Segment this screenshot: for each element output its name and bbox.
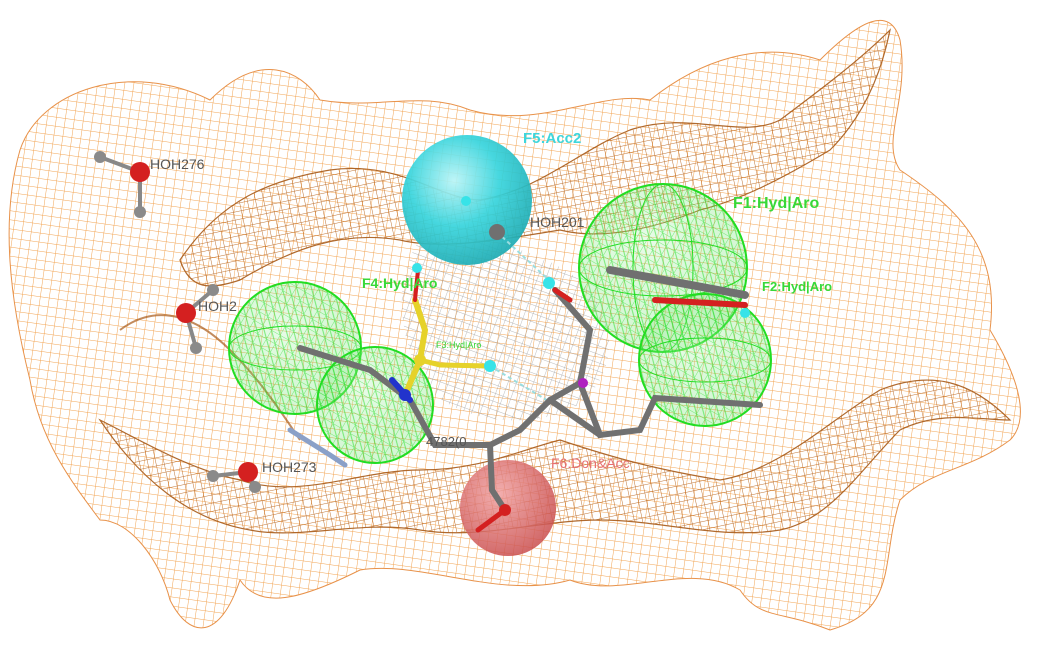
water-molecule-4 <box>489 224 505 240</box>
label-f1: F1:Hyd|Aro <box>733 195 820 212</box>
hydrophobic-sphere-f4 <box>316 346 434 464</box>
hbond-line-1 <box>496 231 553 284</box>
label-f3: F3:Hyd|Aro <box>436 340 482 350</box>
label-residue: 4782(0 <box>426 434 467 449</box>
label-water-3: HOH273 <box>262 459 317 475</box>
hydroxyl-oxygen <box>499 504 511 516</box>
label-water-2: HOH2 <box>198 298 237 314</box>
nitrogen-atom <box>399 389 411 401</box>
label-water-4: HOH201 <box>530 214 585 230</box>
sulfur-atom <box>414 354 426 366</box>
polar-hydrogen-3 <box>412 263 422 273</box>
surface-ridge-bottom <box>98 379 1012 534</box>
hydrophobic-sphere-f2 <box>638 293 772 427</box>
pocket-interior-mesh <box>401 237 609 421</box>
label-f5: F5:Acc2 <box>523 130 582 147</box>
polar-hydrogen-4 <box>740 308 750 318</box>
label-water-1: HOH276 <box>150 156 205 172</box>
polar-hydrogen-1 <box>543 277 555 289</box>
phosphorus-atom <box>578 378 588 388</box>
polar-hydrogen-2 <box>484 360 496 372</box>
hbond-line-2 <box>489 365 551 403</box>
label-f4: F4:Hyd|Aro <box>362 275 438 291</box>
water-molecule-3 <box>207 462 261 493</box>
label-f6: F6:Don&Acc <box>551 455 630 471</box>
water-molecule-2 <box>176 284 219 354</box>
acceptor-center-dot <box>461 196 471 206</box>
water-molecule-1 <box>94 151 150 218</box>
label-f2: F2:Hyd|Aro <box>762 279 833 294</box>
